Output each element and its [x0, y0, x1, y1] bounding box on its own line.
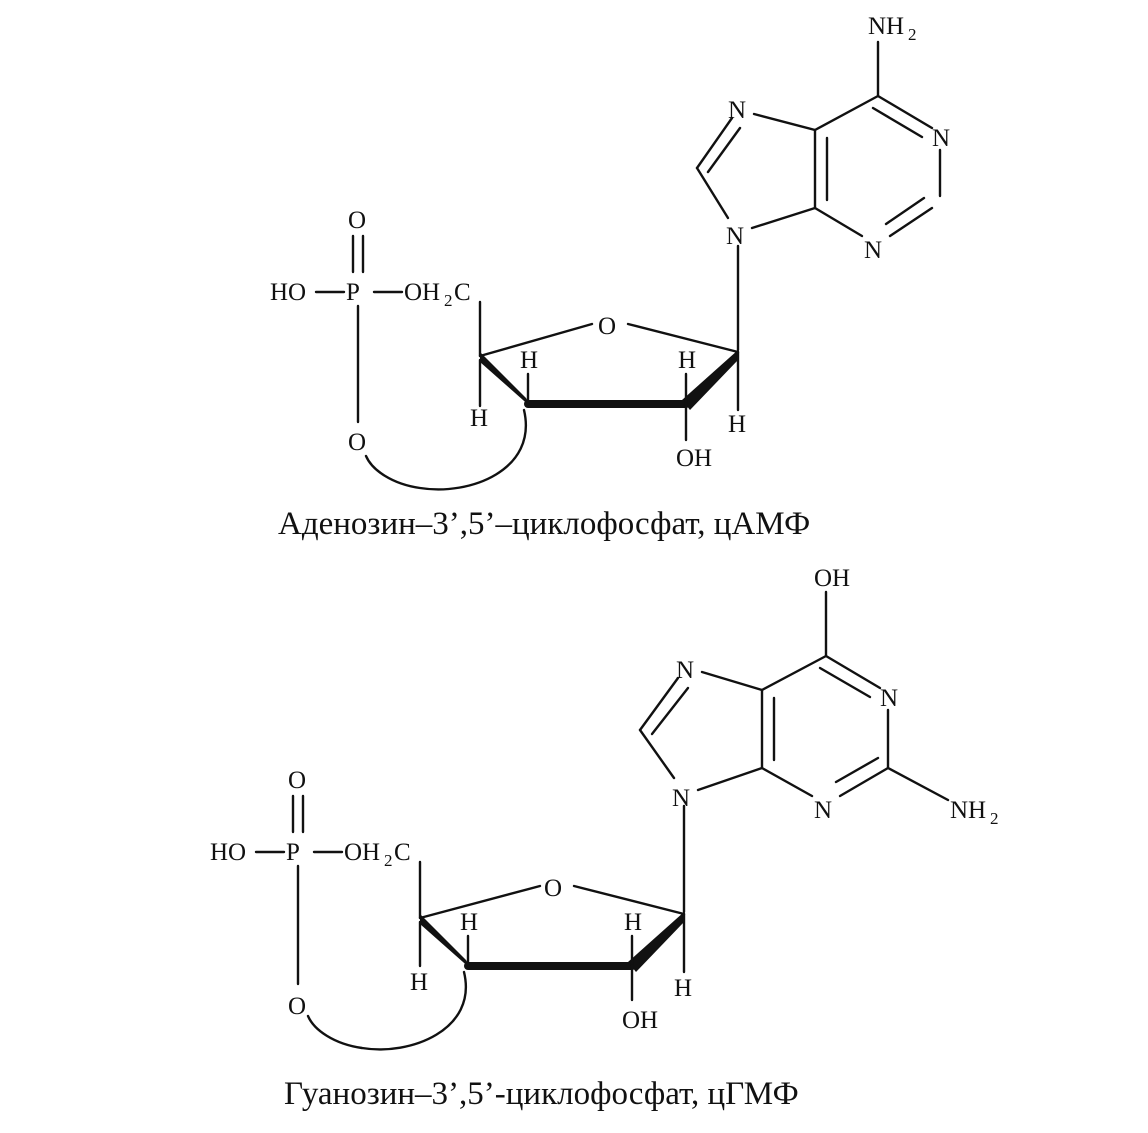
cgmp-purine-bonds [638, 590, 950, 914]
cgmp-n3: N [814, 797, 832, 824]
cgmp-ring-o: O [544, 875, 562, 902]
cgmp-h-c4: H [460, 909, 478, 936]
camp-p-oxo: O [348, 207, 366, 234]
camp-n9: N [726, 223, 744, 250]
cgmp-nh2-n: NH [950, 797, 986, 824]
camp-oh2c-sub: 2 [444, 291, 453, 310]
camp-caption: Аденозин–3’,5’–циклофосфат, цАМФ [278, 506, 810, 542]
camp-p-ho: HO [270, 279, 306, 306]
cgmp-h-c1: H [674, 975, 692, 1002]
cgmp-h-c3: H [410, 969, 428, 996]
camp-purine-bonds [695, 40, 942, 352]
camp-structure: NH 2 N N N N O H H H H OH [270, 13, 950, 542]
cgmp-ribose-bonds [306, 860, 686, 1051]
cgmp-phosphate-bonds [254, 794, 344, 986]
cgmp-n7: N [676, 657, 694, 684]
cgmp-oh: OH [622, 1007, 658, 1034]
camp-ribose-bonds [364, 300, 740, 491]
camp-n3: N [864, 237, 882, 264]
camp-ester-o: O [348, 429, 366, 456]
cgmp-n9: N [672, 785, 690, 812]
cgmp-oh2c-sub: 2 [384, 851, 393, 870]
cgmp-oh-top: OH [814, 565, 850, 592]
camp-n7: N [728, 97, 746, 124]
camp-phosphate-bonds [314, 234, 404, 424]
camp-h-c2: H [678, 347, 696, 374]
camp-phosphorus: P [346, 279, 360, 306]
cgmp-ester-o: O [288, 993, 306, 1020]
cgmp-p-ho: HO [210, 839, 246, 866]
camp-n1: N [932, 125, 950, 152]
camp-nh2-n: NH [868, 13, 904, 40]
cgmp-p-oxo: O [288, 767, 306, 794]
camp-h-c3: H [470, 405, 488, 432]
cgmp-structure: OH N N N N NH 2 O H H H H OH [210, 565, 999, 1112]
cgmp-oh2c-oh: OH [344, 839, 380, 866]
camp-oh2c-c: C [454, 279, 471, 306]
cgmp-nh2-sub: 2 [990, 809, 999, 828]
cgmp-n1: N [880, 685, 898, 712]
camp-oh: OH [676, 445, 712, 472]
camp-h-c1: H [728, 411, 746, 438]
cgmp-phosphorus: P [286, 839, 300, 866]
camp-nh2-sub: 2 [908, 25, 917, 44]
cgmp-oh2c-c: C [394, 839, 411, 866]
cgmp-caption: Гуанозин–3’,5’-циклофосфат, цГМФ [284, 1076, 799, 1112]
camp-ring-o: O [598, 313, 616, 340]
cgmp-h-c2: H [624, 909, 642, 936]
camp-h-c4: H [520, 347, 538, 374]
camp-oh2c-oh: OH [404, 279, 440, 306]
